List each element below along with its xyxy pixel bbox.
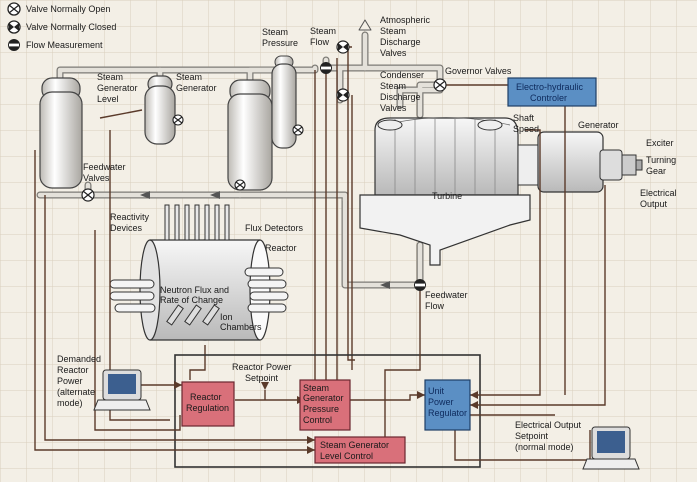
eos-l2: Setpoint [515, 431, 549, 441]
legend-flow-measurement: Flow Measurement [26, 40, 103, 50]
feedwater-valves-l1: Feedwater [83, 162, 126, 172]
sgp-line1: Steam [303, 383, 329, 393]
atmospheric-l3: Discharge [380, 37, 421, 47]
computer-terminal-left-icon [93, 369, 151, 411]
reactor-regulation-box: Reactor Regulation [181, 381, 235, 427]
steam-generator-small [271, 55, 297, 149]
reactor-label: Reactor [265, 243, 297, 253]
exciter-label: Exciter [646, 138, 674, 148]
steam-flow-l2: Flow [310, 37, 330, 47]
electrical-output-l1: Electrical [640, 188, 677, 198]
upr-line1: Unit [428, 386, 445, 396]
turning-gear-l2: Gear [646, 166, 666, 176]
eos-l3: (normal mode) [515, 442, 574, 452]
sg-valve-2-icon [292, 124, 304, 136]
governor-valves-label: Governor Valves [445, 66, 512, 76]
atmospheric-valve-icon [336, 40, 350, 54]
condenser-l1: Condenser [380, 70, 424, 80]
rr-line2: Regulation [186, 403, 229, 413]
upr-line2: Power [428, 397, 454, 407]
sg-valve-icon [172, 114, 184, 126]
condenser-l2: Steam [380, 81, 406, 91]
flux-detectors-label: Flux Detectors [245, 223, 304, 233]
steam-pressure-l1: Steam [262, 27, 288, 37]
rps-l1: Reactor Power [232, 362, 292, 372]
sgp-line3: Pressure [303, 404, 339, 414]
legend-valve-open: Valve Normally Open [26, 4, 110, 14]
feedwater-flow-l1: Feedwater [425, 290, 468, 300]
demanded-l5: mode) [57, 398, 83, 408]
shaft-speed-l2: Speed [513, 124, 539, 134]
reactor: Neutron Flux and Rate of Change Ion Cham… [109, 204, 289, 341]
sg-level-l2: Generator [97, 83, 138, 93]
valves [81, 40, 447, 291]
sgl-line1: Steam Generator [320, 440, 389, 450]
computer-terminal-right-icon [582, 426, 640, 470]
feedwater-valve-icon [81, 188, 95, 202]
demanded-l1: Demanded [57, 354, 101, 364]
feedwater-valve-2-icon [234, 179, 246, 191]
feedwater-flow-meter-icon [414, 279, 426, 291]
condenser-l4: Valves [380, 103, 407, 113]
signal-lines [34, 46, 606, 468]
labels: Steam Pressure Steam Flow Atmospheric St… [57, 15, 677, 452]
neutron-flux-line2: Rate of Change [160, 295, 223, 305]
sg-pressure-control-box: Steam Generator Pressure Control [299, 379, 351, 431]
sg-level-l1: Steam [97, 72, 123, 82]
generator [517, 131, 643, 193]
condenser-valve-icon [336, 88, 350, 102]
electrical-output-l2: Output [640, 199, 668, 209]
sgl-line2: Level Control [320, 451, 373, 461]
demanded-l4: (alternate [57, 387, 95, 397]
demanded-l3: Power [57, 376, 83, 386]
steam-generator-left [39, 77, 83, 189]
steam-flow-meter-icon [320, 62, 332, 74]
sgp-line2: Generator [303, 393, 344, 403]
eh-line1: Electro-hydraulic [516, 82, 584, 92]
steam-generator-right [227, 79, 273, 191]
electro-hydraulic-controller: Electro-hydraulic Controler [507, 77, 597, 107]
legend: Valve Normally Open Valve Normally Close… [7, 2, 116, 51]
steam-pressure-l2: Pressure [262, 38, 298, 48]
sg-level-control-box: Steam Generator Level Control [314, 436, 406, 464]
sg-l2: Generator [176, 83, 217, 93]
eh-line2: Controler [530, 93, 567, 103]
condenser-l3: Discharge [380, 92, 421, 102]
ion-chambers-line2: Chambers [220, 322, 262, 332]
demanded-l2: Reactor [57, 365, 89, 375]
feedwater-flow-l2: Flow [425, 301, 445, 311]
atmospheric-l2: Steam [380, 26, 406, 36]
governor-valve-icon [433, 78, 447, 92]
ion-chambers-line1: Ion [220, 312, 233, 322]
atmospheric-l1: Atmospheric [380, 15, 431, 25]
neutron-flux-line1: Neutron Flux and [160, 285, 229, 295]
turbine: Turbine [359, 117, 531, 266]
turning-gear-l1: Turning [646, 155, 676, 165]
atmospheric-l4: Valves [380, 48, 407, 58]
flow-measurement-icon [8, 39, 20, 51]
turbine-label: Turbine [432, 191, 462, 201]
generator-label: Generator [578, 120, 619, 130]
sg-level-l3: Level [97, 94, 119, 104]
reactivity-l2: Devices [110, 223, 143, 233]
upr-line3: Regulator [428, 408, 467, 418]
feedwater-valves-l2: Valves [83, 173, 110, 183]
valve-closed-icon [7, 20, 21, 34]
sgp-line4: Control [303, 415, 332, 425]
rps-l2: Setpoint [245, 373, 279, 383]
valve-open-icon [7, 2, 21, 16]
steam-flow-l1: Steam [310, 26, 336, 36]
sg-l1: Steam [176, 72, 202, 82]
eos-l1: Electrical Output [515, 420, 582, 430]
steam-generator-mid [144, 75, 176, 145]
reactivity-l1: Reactivity [110, 212, 150, 222]
legend-valve-closed: Valve Normally Closed [26, 22, 116, 32]
rr-line1: Reactor [190, 392, 222, 402]
shaft-speed-l1: Shaft [513, 113, 535, 123]
unit-power-regulator-box: Unit Power Regulator [424, 379, 471, 431]
